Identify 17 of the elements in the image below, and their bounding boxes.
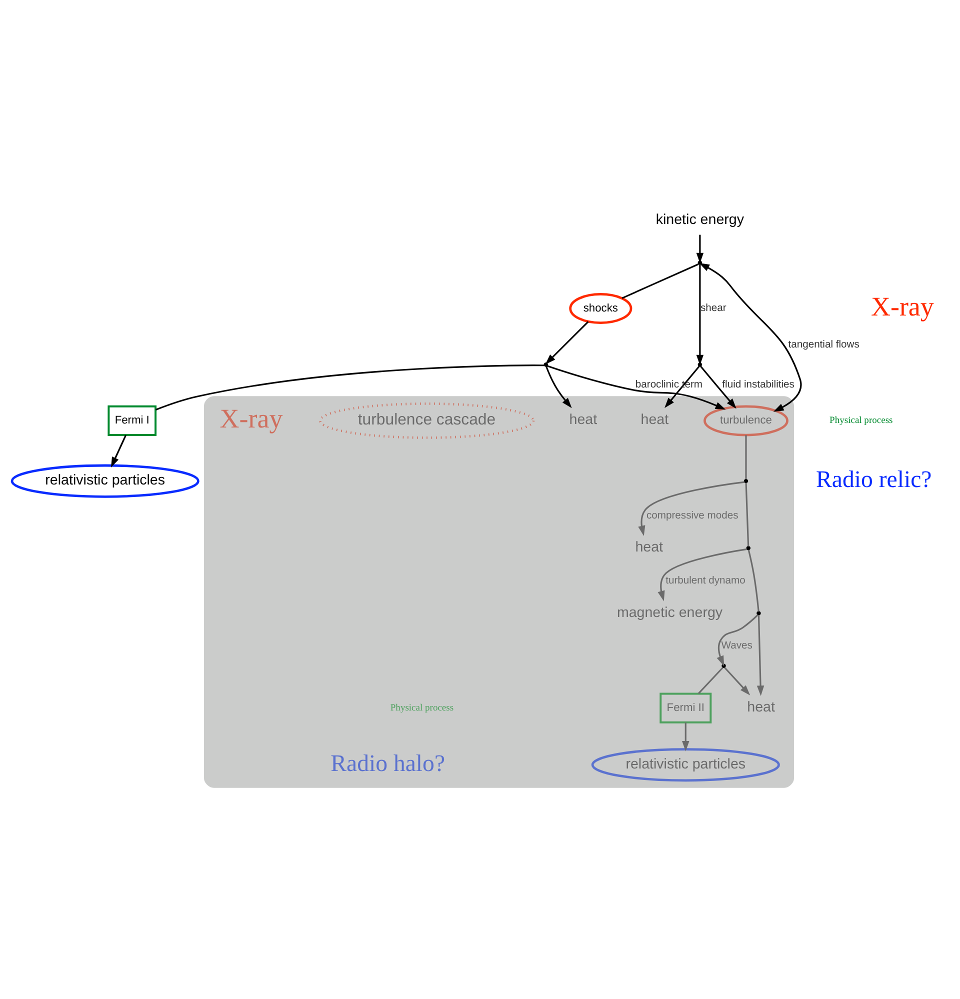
node-text: heat <box>569 412 598 428</box>
node-text: heat <box>640 412 669 428</box>
label: X-ray <box>870 290 934 321</box>
label: X-ray <box>220 403 283 434</box>
edge-label: turbulent dynamo <box>666 574 746 586</box>
node-text: kinetic energy <box>656 211 744 228</box>
label: Radio relic? <box>816 466 932 493</box>
edge-label: compressive modes <box>646 510 738 521</box>
label: Radio halo? <box>330 750 446 776</box>
node-text: heat <box>635 539 664 556</box>
label: Physical process <box>390 703 454 714</box>
edge-label: fluid instabilities <box>722 378 794 390</box>
label: Physical process <box>830 416 893 426</box>
node-text: heat <box>747 699 775 716</box>
node-text: magnetic energy <box>616 604 723 620</box>
edge-label: Waves <box>721 640 752 652</box>
edge-label: tangential flows <box>788 338 860 350</box>
